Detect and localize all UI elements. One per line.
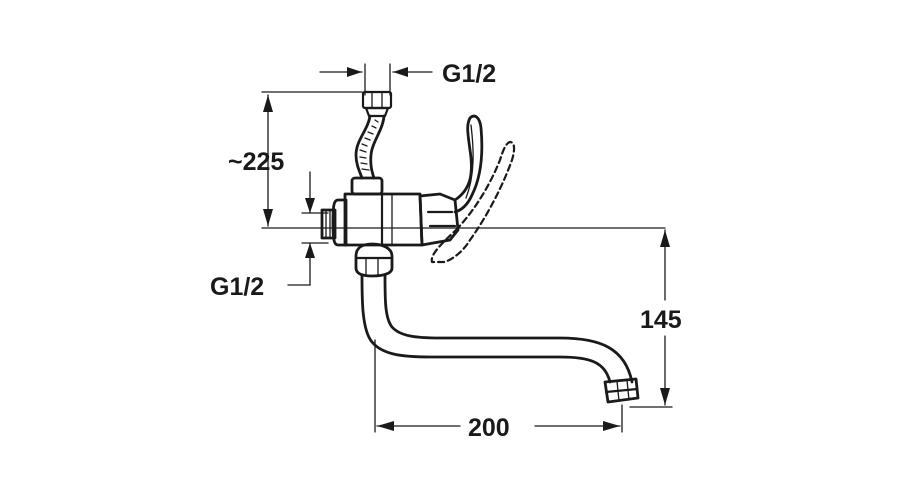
valve-body [320, 176, 460, 247]
lever-handle-alternate [430, 140, 516, 264]
dimension-spout-drop: 145 [629, 229, 682, 408]
dimension-label-height: ~225 [228, 148, 284, 176]
flexible-hose [354, 114, 386, 180]
top-connector-nut [361, 90, 393, 118]
dimension-height: ~225 [228, 91, 666, 229]
dimension-top-thread: G1/2 [319, 60, 496, 96]
spout-tube [360, 274, 634, 384]
lever-handle [453, 114, 484, 214]
dimension-label-spout-reach: 200 [468, 414, 510, 442]
aerator-tip [603, 377, 640, 404]
spout-nut [354, 242, 394, 278]
dimension-label-spout-drop: 145 [640, 306, 682, 334]
dimension-spout-reach: 200 [374, 339, 623, 442]
dimension-label-top-thread: G1/2 [442, 60, 496, 88]
dimension-side-thread: G1/2 [210, 171, 329, 301]
dimension-label-side-thread: G1/2 [210, 273, 264, 301]
